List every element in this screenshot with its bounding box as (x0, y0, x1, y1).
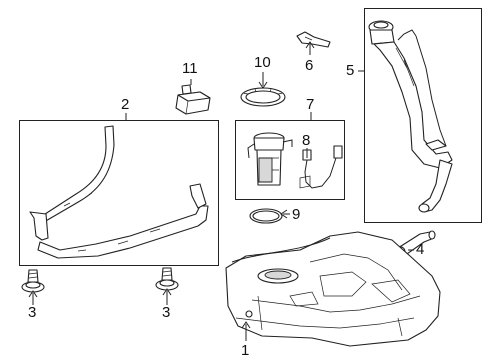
callout-5: 5 (346, 62, 355, 79)
control-module-illustration (175, 84, 211, 115)
callout-3-left: 3 (28, 304, 37, 321)
pump-group-box (235, 120, 345, 200)
callout-7: 7 (306, 96, 315, 113)
fuel-tank-illustration (225, 231, 441, 347)
leader-lines (28, 41, 414, 341)
callout-9: 9 (292, 206, 301, 223)
callout-8: 8 (302, 132, 311, 149)
callout-3-right: 3 (162, 304, 171, 321)
callout-1: 1 (241, 342, 250, 359)
callout-4: 4 (416, 241, 425, 258)
callout-10: 10 (254, 54, 271, 71)
fuel-pump-illustration (247, 132, 293, 186)
callout-11: 11 (182, 60, 198, 77)
bolt-right-illustration (155, 267, 179, 291)
filler-neck-illustration (368, 20, 453, 213)
tank-straps-illustration (29, 125, 209, 259)
strap-group-box (19, 120, 219, 266)
filler-group-box (364, 8, 482, 223)
clip-illustration (296, 31, 331, 48)
sender-unit-illustration (299, 145, 343, 189)
callout-2: 2 (121, 96, 130, 113)
callout-6: 6 (305, 57, 314, 74)
bolt-left-illustration (21, 269, 45, 293)
lock-ring-illustration (240, 87, 286, 107)
seal-ring-illustration (249, 208, 283, 224)
